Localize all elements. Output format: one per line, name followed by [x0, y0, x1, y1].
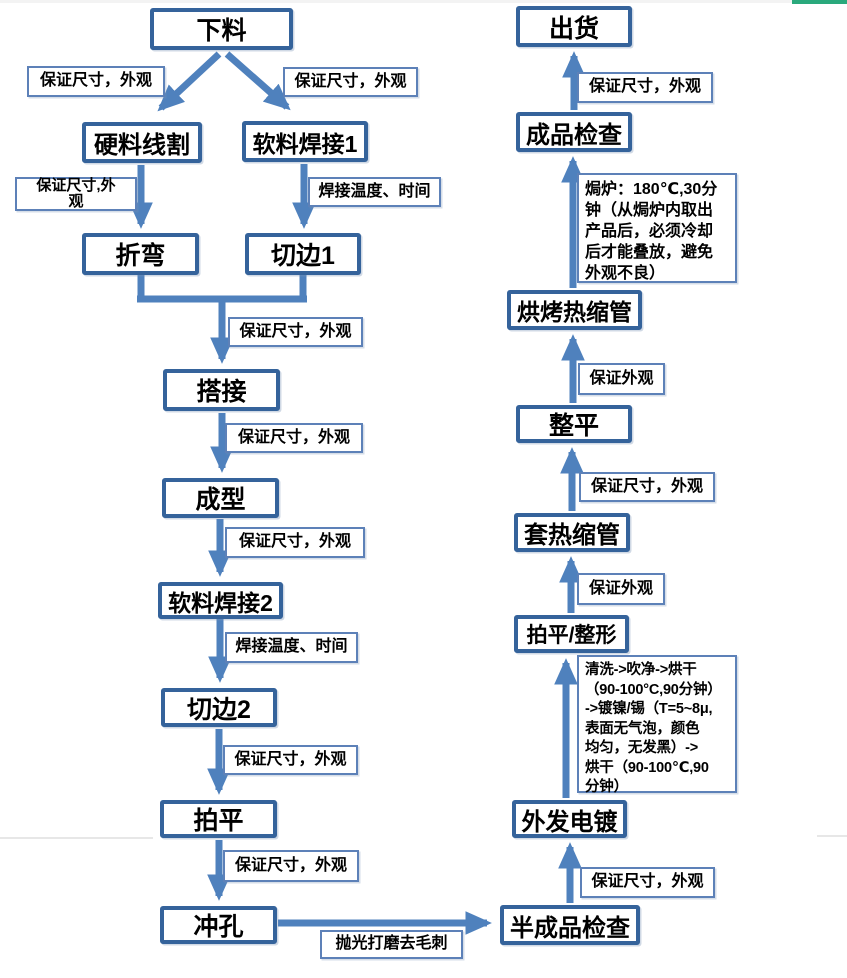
note-bake-oven-detail: 焗炉：180℃,30分 钟（从焗炉内取出 产品后，必须冷却 后才能叠放，避免 外… [577, 173, 737, 283]
accent-strip [792, 0, 847, 4]
step-punching: 冲孔 [160, 906, 277, 944]
note-flatten-to-punch: 保证尺寸，外观 [223, 850, 359, 882]
note-wirecut-to-bending: 保证尺寸,外 观 [15, 177, 137, 211]
arrow-blanking-to-wirecut [157, 51, 222, 112]
step-flatten-reshape: 拍平/整形 [514, 615, 629, 653]
step-fit-heat-shrink-tube: 套热缩管 [514, 513, 630, 552]
step-bake-heat-shrink-tube: 烘烤热缩管 [507, 290, 642, 330]
step-forming: 成型 [162, 478, 279, 518]
note-lapjoint-to-forming: 保证尺寸，外观 [225, 423, 363, 453]
arrow-blanking-to-welding1 [224, 51, 291, 111]
note-reshape-to-sleeve: 保证外观 [577, 573, 665, 605]
step-shipment: 出货 [516, 6, 632, 47]
note-punch-to-semiinspect: 抛光打磨去毛刺 [320, 930, 463, 959]
faint-grid-line-right [817, 835, 847, 837]
step-flattening: 拍平 [160, 800, 277, 838]
note-merge-to-lapjoint: 保证尺寸，外观 [228, 317, 363, 347]
note-welding1-to-trim1: 焊接温度、时间 [308, 177, 441, 207]
note-forming-to-welding2: 保证尺寸，外观 [225, 527, 365, 558]
note-semiinspect-to-plating: 保证尺寸，外观 [580, 867, 715, 898]
step-soft-welding-1: 软料焊接1 [242, 121, 368, 162]
step-soft-welding-2: 软料焊接2 [158, 582, 283, 619]
step-outsourced-plating: 外发电镀 [512, 800, 627, 838]
step-blanking: 下料 [150, 8, 293, 50]
note-sleeve-to-level: 保证尺寸，外观 [579, 472, 715, 502]
step-finished-inspection: 成品检查 [516, 112, 632, 152]
faint-grid-line-left [0, 837, 153, 839]
note-welding2-to-trim2: 焊接温度、时间 [225, 632, 358, 663]
step-bending: 折弯 [82, 233, 199, 275]
step-trimming-1: 切边1 [245, 233, 361, 275]
top-strip [0, 0, 847, 3]
step-trimming-2: 切边2 [161, 688, 277, 727]
step-hard-wirecut: 硬料线割 [82, 122, 202, 163]
step-lap-joint: 搭接 [163, 369, 280, 411]
step-leveling: 整平 [516, 405, 632, 443]
step-semi-finished-inspection: 半成品检查 [500, 905, 640, 945]
note-level-to-bake: 保证外观 [578, 363, 665, 395]
note-plating-process-detail: 清洗->吹净->烘干 （90-100°C,90分钟） ->镀镍/锡（T=5~8μ… [577, 655, 737, 795]
note-finalinspect-to-ship: 保证尺寸，外观 [577, 72, 713, 103]
note-blanking-to-welding1: 保证尺寸，外观 [283, 67, 418, 97]
merge-connector [137, 275, 307, 303]
note-blanking-to-wirecut: 保证尺寸，外观 [27, 66, 165, 97]
note-trim2-to-flatten: 保证尺寸，外观 [223, 745, 358, 775]
